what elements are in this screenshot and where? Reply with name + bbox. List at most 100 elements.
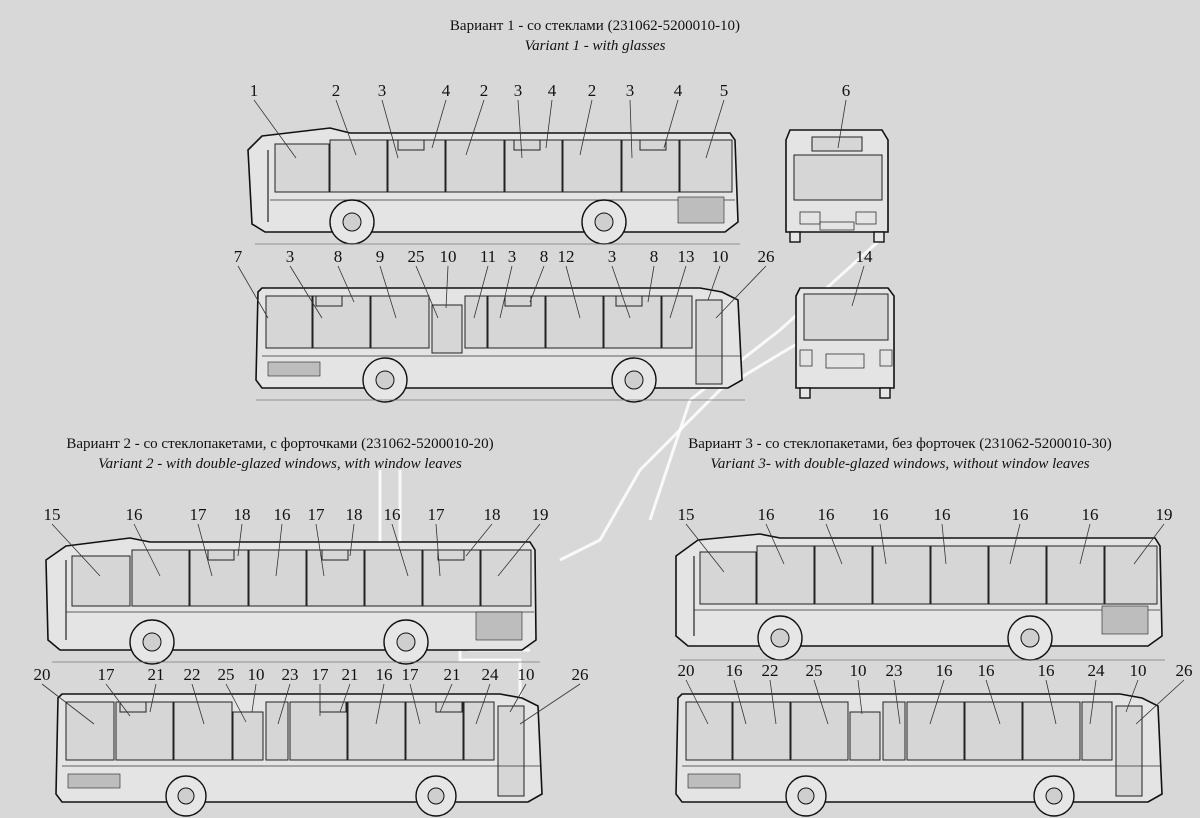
callout-number: 17 xyxy=(308,505,326,524)
callout-leader-line xyxy=(499,265,513,319)
callout-leader-line xyxy=(237,265,269,319)
callout-number: 18 xyxy=(484,505,501,524)
callout-leader-line xyxy=(1135,679,1185,725)
variant-1-title-en: Variant 1 - with glasses xyxy=(524,38,666,54)
variant-3-caption: Вариант 3 - со стеклопакетами, без форто… xyxy=(630,434,1170,474)
callout-leader-line xyxy=(105,683,131,717)
callout-leader-line xyxy=(611,265,631,319)
callout-number: 22 xyxy=(762,661,779,680)
callout-leader-line xyxy=(941,523,947,565)
variant-1-caption: Вариант 1 - со стеклами (231062-5200010-… xyxy=(300,16,890,56)
variant-3-title-ru: Вариант 3 - со стеклопакетами, без форто… xyxy=(688,436,1112,452)
callout-leader-line xyxy=(465,523,493,557)
callout-leader-line xyxy=(733,679,747,725)
callout-number: 17 xyxy=(428,505,446,524)
callout-leader-line xyxy=(857,679,863,715)
callout-number: 17 xyxy=(190,505,208,524)
callout-number: 10 xyxy=(518,665,535,684)
callout-leader-line xyxy=(41,683,95,725)
callout-number: 12 xyxy=(558,247,575,266)
callout-leader-line xyxy=(197,523,213,577)
callout-leader-line xyxy=(149,683,157,713)
callout-number: 16 xyxy=(126,505,143,524)
callout-leader-line xyxy=(769,679,777,725)
callout-leader-line xyxy=(445,265,449,309)
callout-number: 10 xyxy=(850,661,867,680)
callout-leader-line xyxy=(335,99,357,156)
variant-1-title-ru: Вариант 1 - со стеклами (231062-5200010-… xyxy=(449,18,741,34)
callout-leader-line xyxy=(391,523,409,577)
callout-number: 18 xyxy=(234,505,251,524)
callout-number: 6 xyxy=(842,81,851,100)
callout-number: 25 xyxy=(806,661,823,680)
callout-leader-line xyxy=(289,265,323,319)
callout-number: 26 xyxy=(758,247,775,266)
callout-leader-line xyxy=(837,99,847,149)
callout-number: 18 xyxy=(346,505,363,524)
callout-leader-line xyxy=(1045,679,1057,725)
callout-number: 16 xyxy=(1082,505,1099,524)
callout-number: 17 xyxy=(98,665,116,684)
callout-number: 4 xyxy=(674,81,683,100)
callout-number: 3 xyxy=(286,247,295,266)
callout-leader-line xyxy=(851,265,865,307)
callout-number: 19 xyxy=(532,505,549,524)
callout-number: 17 xyxy=(312,665,330,684)
callout-leader-line xyxy=(629,99,633,159)
callout-number: 10 xyxy=(712,247,729,266)
callout-number: 20 xyxy=(678,661,695,680)
callout-leader-line xyxy=(339,683,351,713)
callout-number: 3 xyxy=(626,81,635,100)
callout-number: 21 xyxy=(148,665,165,684)
callout-number: 2 xyxy=(332,81,341,100)
callout-number: 23 xyxy=(886,661,903,680)
callout-leader-line xyxy=(415,265,439,319)
callout-leader-line xyxy=(929,679,945,725)
callout-leader-line xyxy=(685,679,709,725)
v1-right-side-view xyxy=(255,287,745,403)
callout-leader-line xyxy=(517,99,523,159)
callout-number: 10 xyxy=(1130,661,1147,680)
callout-number: 26 xyxy=(1176,661,1193,680)
v1-left-side-view xyxy=(247,127,740,245)
callout-number: 13 xyxy=(678,247,695,266)
callout-leader-line xyxy=(647,265,655,303)
callout-leader-line xyxy=(337,265,355,303)
callout-leader-line xyxy=(439,683,453,713)
callout-leader-line xyxy=(545,99,553,149)
callout-number: 20 xyxy=(34,665,51,684)
callout-number: 16 xyxy=(376,665,393,684)
callout-leader-line xyxy=(225,683,247,723)
callout-leader-line xyxy=(133,523,161,577)
callout-number: 16 xyxy=(1038,661,1055,680)
callout-leader-line xyxy=(669,265,687,319)
callout-leader-line xyxy=(1089,679,1097,725)
callout-leader-line xyxy=(409,683,421,725)
callout-leader-line xyxy=(705,99,725,159)
callout-number: 10 xyxy=(248,665,265,684)
callout-number: 16 xyxy=(726,661,743,680)
callout-leader-line xyxy=(1125,679,1139,713)
callout-number: 21 xyxy=(444,665,461,684)
callout-leader-line xyxy=(315,523,325,577)
callout-leader-line xyxy=(497,523,541,577)
callout-leader-line xyxy=(431,99,447,149)
callout-number: 4 xyxy=(548,81,557,100)
callout-leader-line xyxy=(893,679,901,725)
callout-number: 2 xyxy=(480,81,489,100)
callout-number: 22 xyxy=(184,665,201,684)
callout-number: 17 xyxy=(402,665,420,684)
callout-number: 4 xyxy=(442,81,451,100)
callout-leader-line xyxy=(519,683,581,725)
callout-number: 3 xyxy=(514,81,523,100)
callout-number: 10 xyxy=(440,247,457,266)
callout-leader-line xyxy=(253,99,297,159)
callout-leader-line xyxy=(375,683,385,725)
callout-number: 1 xyxy=(250,81,259,100)
callout-leader-line xyxy=(275,523,283,577)
callout-leader-line xyxy=(985,679,1001,725)
callout-number: 25 xyxy=(408,247,425,266)
callout-leader-line xyxy=(473,265,489,319)
callout-number: 16 xyxy=(936,661,953,680)
